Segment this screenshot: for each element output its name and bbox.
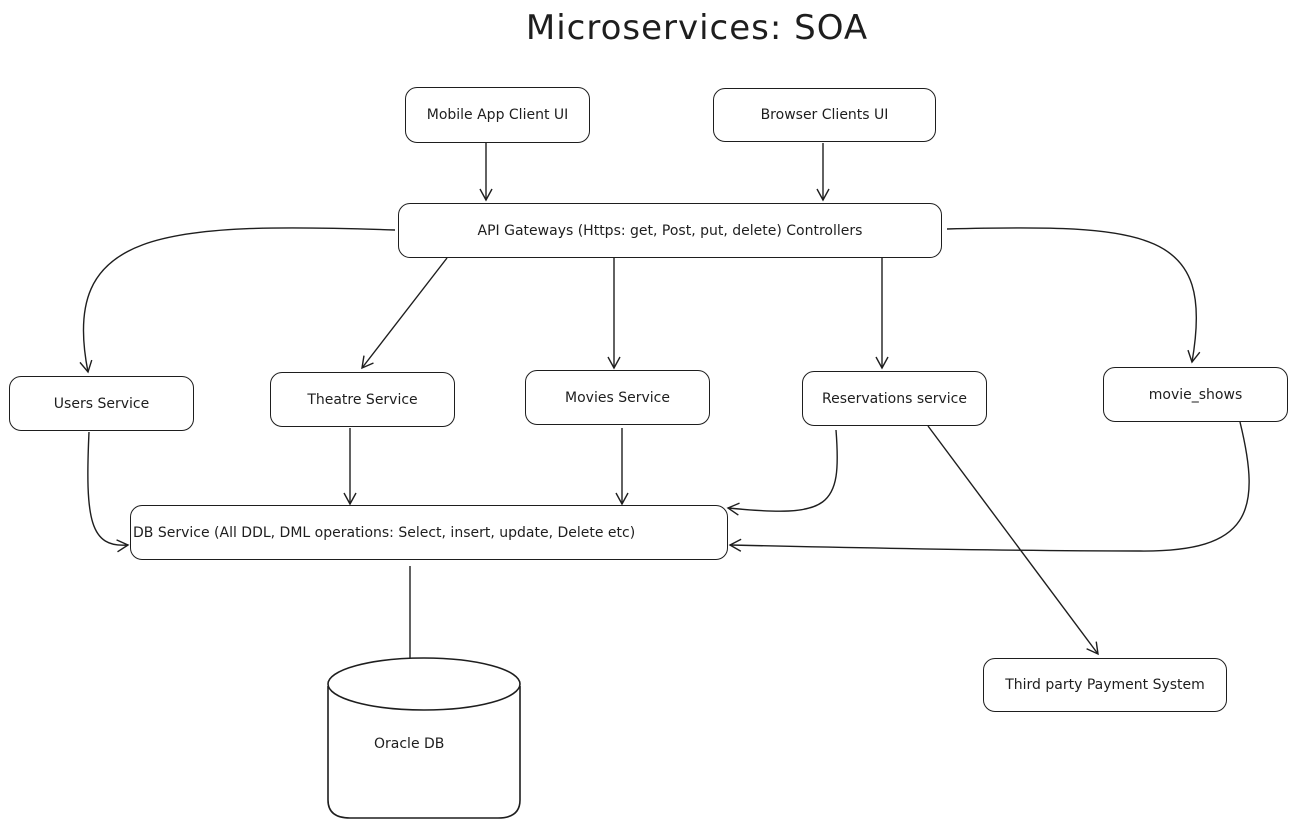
api-gateway-node: API Gateways (Https: get, Post, put, del… — [398, 203, 942, 258]
arrow-reservations-to-db-service — [726, 429, 838, 516]
browser-client-node: Browser Clients UI — [713, 88, 936, 142]
users-service-node: Users Service — [9, 376, 194, 431]
payment-system-node: Third party Payment System — [983, 658, 1227, 712]
db-service-node: DB Service (All DDL, DML operations: Sel… — [130, 505, 728, 560]
theatre-service-node: Theatre Service — [270, 372, 455, 427]
arrow-gateway-to-theatre — [361, 257, 448, 370]
arrow-gateway-to-movie-shows — [946, 227, 1201, 364]
movie-shows-node: movie_shows — [1103, 367, 1288, 422]
arrow-users-to-db-service — [87, 431, 130, 553]
arrow-reservations-to-payment — [927, 425, 1099, 656]
oracle-db-label: Oracle DB — [374, 736, 445, 752]
mobile-client-node: Mobile App Client UI — [405, 87, 590, 143]
arrow-movie-shows-to-db-service — [728, 421, 1250, 552]
diagram-title: Microservices: SOA — [525, 8, 869, 48]
arrow-gateway-to-users — [79, 227, 396, 374]
oracle-db-cylinder — [327, 657, 521, 819]
reservations-service-node: Reservations service — [802, 371, 987, 426]
movies-service-node: Movies Service — [525, 370, 710, 425]
